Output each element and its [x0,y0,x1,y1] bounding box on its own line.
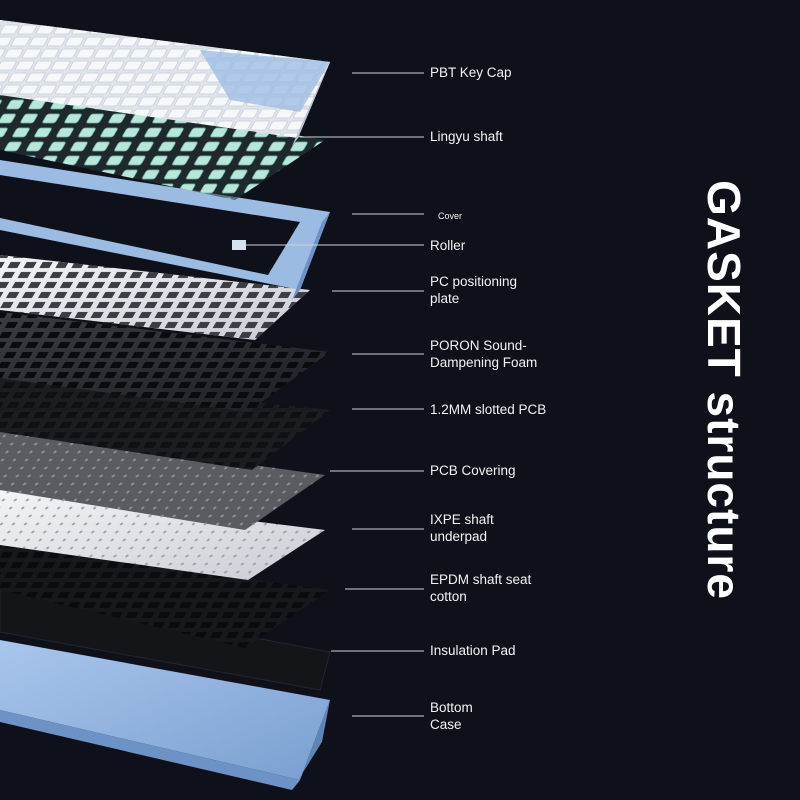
label-keycap-text: PBT Key Cap [430,65,512,80]
switch-layer [0,85,325,200]
label-poron-line2: Dampening Foam [430,355,538,370]
label-roller-text: Roller [430,238,466,253]
callout-lines [245,72,424,717]
label-pcbcover: PCB Covering [426,462,516,479]
label-epdm-line2: cotton [430,589,467,604]
label-poron-text: PORON Sound- Dampening Foam [430,337,537,371]
label-ixpe: IXPE shaft underpad [426,511,494,545]
label-ixpe-line2: underpad [430,529,488,544]
label-bottom: Bottom Case [426,699,473,733]
pcb-layer [0,375,330,470]
label-keycap: PBT Key Cap [426,64,512,81]
label-insul-text: Insulation Pad [430,643,516,658]
label-bottom-line2: Case [430,717,462,732]
keycap-layer [0,20,330,146]
page-title: GASKET structure [698,180,750,600]
label-bottom-text: Bottom Case [430,699,473,733]
label-switch-text: Lingyu shaft [430,129,503,144]
label-roller: Roller [426,237,465,254]
label-pcb-text: 1.2MM slotted PCB [430,402,547,417]
pcb-covering-layer [0,430,325,530]
bottom-case-layer [0,640,330,790]
label-plate-line2: plate [430,291,460,306]
label-cover: Cover [434,208,462,225]
label-pcb: 1.2MM slotted PCB [426,401,546,418]
pc-plate-layer [0,255,310,340]
label-poron: PORON Sound- Dampening Foam [426,337,537,371]
label-insul: Insulation Pad [426,642,516,659]
label-plate-text: PC positioning plate [430,273,517,307]
label-poron-line1: PORON Sound- [430,338,527,353]
label-epdm-text: EPDM shaft seat cotton [430,571,531,605]
epdm-layer [0,545,330,648]
label-epdm-line1: EPDM shaft seat [430,572,532,587]
poron-foam-layer [0,312,330,412]
label-bottom-line1: Bottom [430,700,473,715]
label-switch: Lingyu shaft [426,128,503,145]
label-plate-line1: PC positioning [430,274,518,289]
label-plate: PC positioning plate [426,273,517,307]
cover-frame-layer [0,160,330,300]
label-ixpe-text: IXPE shaft underpad [430,511,494,545]
label-epdm: EPDM shaft seat cotton [426,571,531,605]
label-ixpe-line1: IXPE shaft [430,512,494,527]
ixpe-layer [0,490,325,580]
label-cover-text: Cover [438,211,463,221]
label-pcbcover-text: PCB Covering [430,463,516,478]
